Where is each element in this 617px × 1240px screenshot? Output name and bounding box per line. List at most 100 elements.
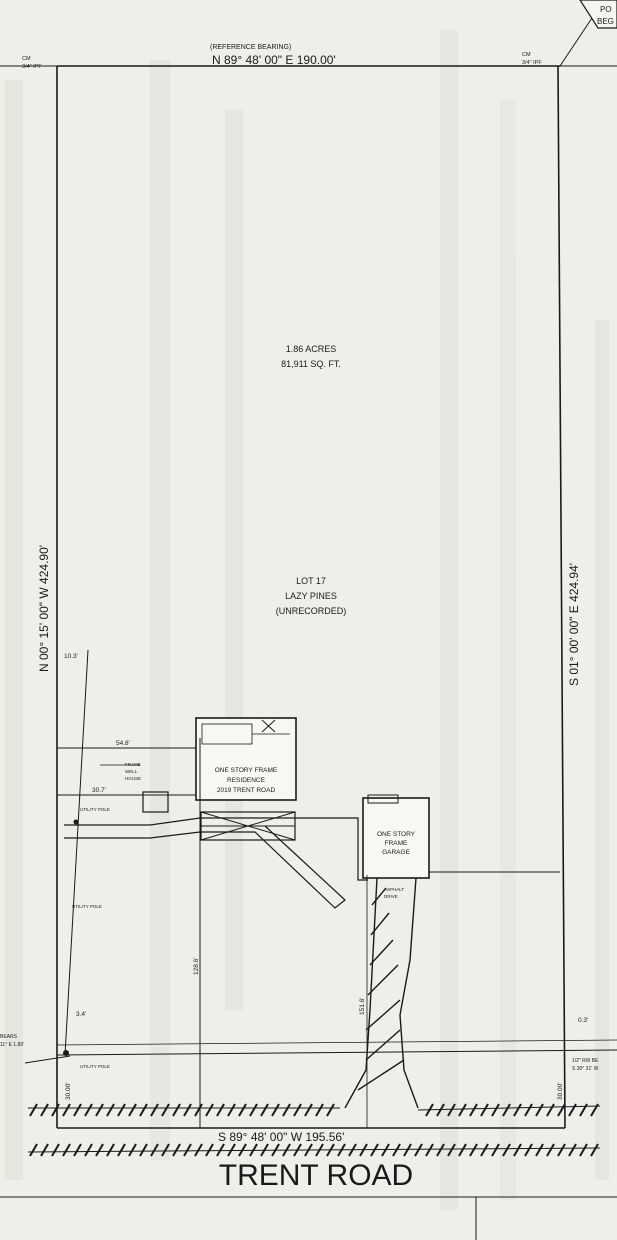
ne-corner-label-1: CM [522,52,531,58]
hatch-mark [359,1143,368,1157]
hatch-mark [216,1143,225,1157]
hatch-mark [568,1143,577,1157]
road-edge-hatching [27,1103,601,1157]
drive-label-2: DRIVE [384,894,398,899]
hatch-mark [161,1103,170,1117]
hatch-mark [73,1103,82,1117]
hatch-mark [150,1143,159,1157]
left-edge-label-1: BEARS [0,1034,18,1040]
residence-label-1: ONE STORY FRAME [215,767,278,774]
utility-pole-label-upper: UTILITY POLE [80,807,110,812]
hatch-mark [491,1143,500,1157]
hatch-mark [480,1143,489,1157]
hatch-mark [84,1103,93,1117]
hatch-mark [524,1103,533,1117]
hatch-mark [73,1143,82,1157]
hatch-mark [249,1143,258,1157]
dim-54-8: 54.8' [116,740,130,747]
residence-label-2: RESIDENCE [227,777,266,784]
hatch-mark [348,1143,357,1157]
hatch-mark [425,1103,434,1117]
hatch-mark [535,1143,544,1157]
hatch-mark [106,1103,115,1117]
dim-30-7: 30.7' [92,787,106,794]
hatch-mark [425,1143,434,1157]
hatch-mark [491,1103,500,1117]
hatch-mark [128,1103,137,1117]
hatch-mark [238,1103,247,1117]
parcel-sqft: 81,911 SQ. FT. [281,359,341,369]
hatch-mark [172,1103,181,1117]
hatch-mark [238,1143,247,1157]
pob-label-2: BEG [597,17,614,26]
well-label-3: HOUSE [125,776,141,781]
parcel-acres: 1.86 ACRES [286,344,337,354]
garage-label-3: GARAGE [382,849,410,856]
hatch-mark [436,1103,445,1117]
hatch-mark [447,1103,456,1117]
property-boundary [0,17,617,1129]
hatch-mark [304,1103,313,1117]
hatch-mark [469,1143,478,1157]
hatch-mark [469,1103,478,1117]
hatch-mark [183,1103,192,1117]
ne-corner-label-2: 3/4" IPF [522,60,542,66]
hatch-mark [557,1103,566,1117]
hatch-mark [260,1103,269,1117]
point-of-beginning-callout: PO BEG [579,0,617,29]
hatch-mark [535,1103,544,1117]
road-name: TRENT ROAD [219,1159,413,1192]
hatch-mark [337,1143,346,1157]
pob-label-1: PO [600,5,612,14]
hatch-mark [205,1103,214,1117]
hatch-mark [194,1103,203,1117]
hatch-mark [326,1143,335,1157]
hatch-mark [282,1143,291,1157]
subdivision-name: LAZY PINES [285,591,337,601]
hatch-mark [579,1143,588,1157]
south-line-bearing: S 89° 48' 00" W 195.56' [218,1130,344,1144]
asphalt-drive: ASPHALT DRIVE [344,877,419,1109]
well-label-2: WELL [125,769,138,774]
hatch-mark [84,1143,93,1157]
garage: ONE STORY FRAME GARAGE [362,794,430,879]
dim-0-3: 0.3' [578,1017,588,1024]
dim-151-6: 151.6' [359,997,366,1015]
dim-3-4: 3.4' [76,1011,86,1018]
hatch-mark [513,1103,522,1117]
hatch-mark [62,1103,71,1117]
hatch-mark [590,1103,599,1117]
well-house: FRAME WELL HOUSE [125,762,169,813]
hatch-mark [315,1103,324,1117]
hatch-mark [194,1143,203,1157]
hatch-mark [172,1143,181,1157]
hatch-mark [480,1103,489,1117]
hatch-mark [271,1143,280,1157]
hatch-mark [381,1143,390,1157]
reference-bearing-label: (REFERENCE BEARING) [210,44,291,51]
residence: ONE STORY FRAME RESIDENCE 2019 TRENT ROA… [195,717,297,841]
hatch-mark [161,1143,170,1157]
north-line-bearing: N 89° 48' 00" E 190.00' [212,53,336,67]
hatch-mark [117,1143,126,1157]
hatch-mark [524,1143,533,1157]
hatch-mark [205,1143,214,1157]
hatch-mark [29,1103,38,1117]
hatch-mark [293,1143,302,1157]
walkway [64,738,368,1128]
hatch-mark [513,1143,522,1157]
hatch-mark [436,1143,445,1157]
hatch-mark [546,1143,555,1157]
hatch-mark [502,1143,511,1157]
hatch-mark [458,1143,467,1157]
hatch-mark [260,1143,269,1157]
right-edge-label-1: 1/2" RW BE [572,1058,599,1064]
east-line-bearing: S 01° 00' 00" E 424.94' [567,563,581,686]
hatch-mark [95,1143,104,1157]
hatch-mark [95,1103,104,1117]
hatch-mark [128,1143,137,1157]
dim-30-00-left: 30.00' [65,1082,72,1100]
hatch-mark [590,1143,599,1157]
hatch-mark [293,1103,302,1117]
hatch-mark [392,1143,401,1157]
